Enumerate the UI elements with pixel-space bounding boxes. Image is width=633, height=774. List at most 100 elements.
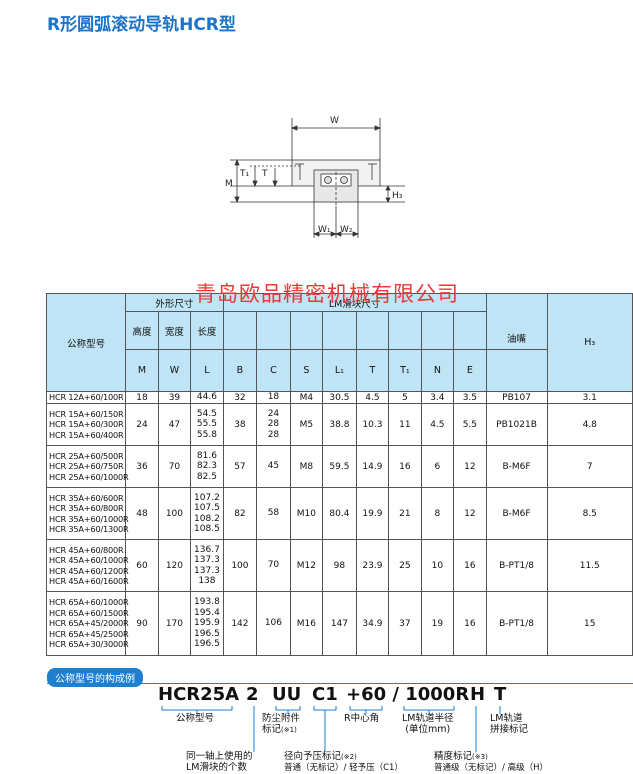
cell-model-line: HCR 45A+60/1200R bbox=[49, 565, 129, 576]
cell-l-line: 55.5 bbox=[196, 419, 217, 430]
label-preload: 径向予压标记(※2) 普通（无标记）/ 轻予压（C1） bbox=[284, 751, 403, 774]
cell-model-line: HCR 65A+45/2500R bbox=[49, 628, 129, 639]
label-block-count: 同一轴上使用的 LM滑块的个数 bbox=[186, 751, 253, 773]
code-count: 2 bbox=[246, 684, 259, 705]
cell-h3: 8.5 bbox=[546, 487, 633, 540]
cell-t1: 37 bbox=[388, 591, 422, 656]
dim-label-m: M bbox=[225, 179, 233, 189]
dim-label-w2: W₂ bbox=[340, 225, 353, 235]
label-preload-line2: 普通（无标记）/ 轻予压（C1） bbox=[284, 763, 403, 773]
cell-model-line: HCR 35A+60/600R bbox=[49, 492, 124, 503]
label-accuracy-line1: 精度标记(※3) bbox=[434, 751, 488, 762]
cell-l-line: 107.2 bbox=[194, 492, 220, 503]
cell-t1: 21 bbox=[388, 487, 422, 540]
cell-model-line: HCR 15A+60/300R bbox=[49, 419, 124, 430]
header-t: T bbox=[355, 349, 390, 392]
cell-l-line: 108.2 bbox=[194, 513, 220, 524]
cell-e: 12 bbox=[453, 487, 487, 540]
cell-h3: 11.5 bbox=[546, 539, 633, 592]
cell-c-line: 70 bbox=[267, 560, 280, 571]
header-l1: L₁ bbox=[322, 349, 357, 392]
cell-t: 14.9 bbox=[355, 445, 390, 488]
label-model: 公称型号 bbox=[176, 713, 215, 724]
cell-l-line: 195.4 bbox=[194, 607, 220, 618]
spec-table: 公称型号 外形尺寸 LM滑块尺寸 油嘴 H₃ 高度 宽度 长度 M W L B … bbox=[45, 293, 633, 656]
cell-e: 12 bbox=[453, 445, 487, 488]
cell-l-line: 54.5 bbox=[196, 408, 217, 419]
cell-l-line: 44.6 bbox=[196, 392, 217, 403]
cell-c: 106 bbox=[256, 591, 291, 656]
header-grease: 油嘴 bbox=[485, 293, 548, 350]
cell-w: 47 bbox=[157, 403, 192, 446]
cell-n: 6 bbox=[420, 445, 455, 488]
cell-l-line: 81.6 bbox=[196, 450, 217, 461]
cell-grease: B-M6F bbox=[485, 445, 548, 488]
cell-l-line: 82.5 bbox=[196, 471, 217, 482]
code-accuracy: H bbox=[470, 684, 486, 705]
cell-l-line: 55.8 bbox=[196, 429, 217, 440]
cell-model-line: HCR 25A+60/500R bbox=[49, 450, 124, 461]
cell-model-line: HCR 65A+60/1000R bbox=[49, 597, 129, 608]
dim-label-w: W bbox=[330, 116, 339, 126]
cell-l-line: 137.3 bbox=[194, 555, 220, 565]
label-dust-line2: 标记(※1) bbox=[262, 724, 297, 735]
cell-model-line: HCR 25A+60/1000R bbox=[49, 471, 129, 482]
cell-h3: 7 bbox=[546, 445, 633, 488]
code-model: HCR25A bbox=[158, 684, 240, 705]
cell-l1: 59.5 bbox=[322, 445, 357, 488]
cell-t1: 11 bbox=[388, 403, 422, 446]
cell-c-line: 24 bbox=[267, 408, 280, 419]
label-center-angle: R中心角 bbox=[344, 713, 380, 724]
cell-grease: PB1021B bbox=[485, 403, 548, 446]
header-e: E bbox=[453, 349, 487, 392]
cell-model-line: HCR 45A+60/1600R bbox=[49, 576, 129, 586]
header-width: 宽度 bbox=[157, 311, 192, 350]
cell-model-line: HCR 45A+60/800R bbox=[49, 544, 124, 555]
label-dust: 防尘附件 标记(※1) bbox=[262, 713, 300, 736]
header-w: W bbox=[157, 349, 192, 392]
company-watermark: 青岛欧品精密机械有限公司 bbox=[195, 282, 459, 306]
label-accuracy-line2: 普通级（无标记）/ 高级（H） bbox=[434, 763, 548, 773]
cell-l-line: 108.5 bbox=[194, 524, 220, 534]
cell-h3: 15 bbox=[546, 591, 633, 656]
cell-grease: B-M6F bbox=[485, 487, 548, 540]
label-count-line1: 同一轴上使用的 bbox=[186, 751, 253, 762]
cell-w: 170 bbox=[157, 591, 192, 656]
label-rail-line1: LM轨道 bbox=[490, 713, 523, 724]
label-preload-line1: 径向予压标记(※2) bbox=[284, 751, 357, 762]
cell-c: 58 bbox=[256, 487, 291, 540]
cell-c-line: 28 bbox=[267, 419, 280, 430]
cell-c-line: 106 bbox=[264, 618, 283, 629]
cell-l-line: 107.5 bbox=[194, 503, 220, 513]
header-c: C bbox=[256, 349, 291, 392]
cell-e: 16 bbox=[453, 591, 487, 656]
cross-section-diagram: W T₁ T M H₃ W₁ W₂ bbox=[225, 116, 405, 238]
cell-l-line: 82.3 bbox=[196, 461, 217, 472]
cell-c-line: 28 bbox=[267, 429, 280, 440]
code-preload: C1 bbox=[312, 684, 338, 705]
header-s: S bbox=[289, 349, 324, 392]
cell-grease: B-PT1/8 bbox=[485, 539, 548, 592]
cell-l1: 80.4 bbox=[322, 487, 357, 540]
label-dust-line1: 防尘附件 bbox=[262, 713, 301, 724]
cell-c-line: 45 bbox=[267, 461, 280, 472]
cell-l-line: 138 bbox=[198, 576, 216, 586]
cell-l-line: 137.3 bbox=[194, 565, 220, 576]
cell-l-line: 136.7 bbox=[194, 544, 220, 555]
cell-c-line: 18 bbox=[267, 392, 280, 403]
cell-c: 45 bbox=[256, 445, 291, 488]
cell-l-line: 196.5 bbox=[194, 628, 220, 639]
cell-l-line: 196.5 bbox=[194, 639, 220, 650]
cell-b: 57 bbox=[222, 445, 258, 488]
cell-w: 100 bbox=[157, 487, 192, 540]
cell-model-line: HCR 45A+60/1000R bbox=[49, 555, 129, 565]
cell-w: 70 bbox=[157, 445, 192, 488]
composition-title: 公称型号的构成例 bbox=[47, 668, 143, 687]
dim-label-t: T bbox=[261, 169, 268, 179]
header-model: 公称型号 bbox=[45, 293, 127, 392]
cell-l1: 38.8 bbox=[322, 403, 357, 446]
